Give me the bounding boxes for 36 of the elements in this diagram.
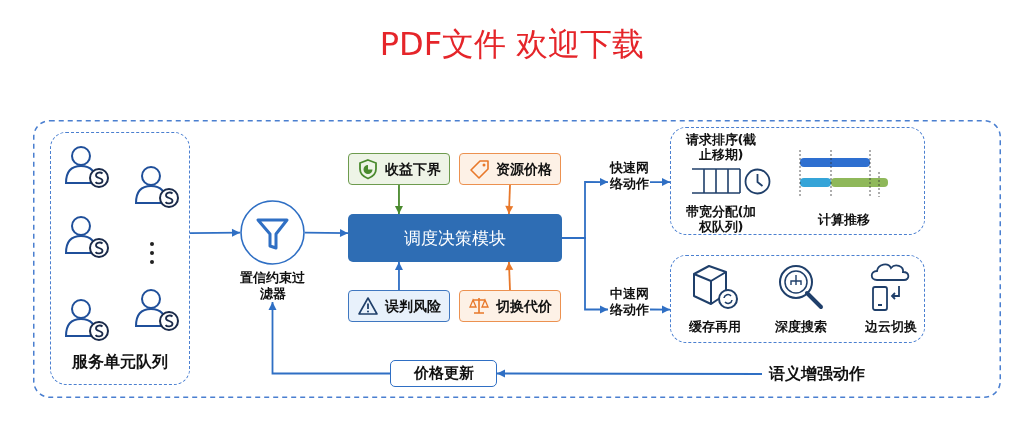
dashed-panel [670, 255, 925, 343]
item-label: 请求排序(截止移期) [685, 132, 757, 162]
arrow [304, 229, 349, 238]
item-label: 带宽分配(加权队列) [685, 204, 757, 234]
item-label: 缓存再用 [688, 318, 742, 336]
filter-label: 置信约束过滤器 [240, 270, 305, 302]
arrow [268, 301, 391, 375]
factor-box [459, 153, 561, 185]
arrow [505, 184, 514, 215]
factor-label: 收益下界 [385, 160, 441, 179]
arrow [649, 178, 671, 187]
action-label: 中速网络动作 [608, 286, 650, 333]
item-label: 计算推移 [817, 212, 871, 227]
dashed-panel [670, 127, 925, 235]
arrow [496, 369, 763, 378]
arrow [561, 237, 609, 314]
queue-panel [50, 132, 190, 385]
factor-label: 误判风险 [385, 297, 441, 316]
factor-label: 切换代价 [496, 297, 552, 316]
title: PDF文件 欢迎下载 [378, 24, 646, 64]
item-label: 深度搜索 [774, 318, 828, 336]
module-box: 调度决策模块 [348, 214, 562, 262]
arrow [189, 228, 241, 237]
action-label: 语义增强动作 [762, 362, 872, 386]
factor-box [348, 290, 450, 322]
arrow [394, 184, 403, 215]
panel-label: 服务单元队列 [70, 351, 169, 373]
action-label: 快速网络动作 [608, 160, 650, 207]
factor-label: 资源价格 [496, 160, 552, 179]
update-box: 价格更新 [390, 360, 497, 387]
item-label: 边云切换 [864, 318, 918, 336]
arrow [505, 261, 514, 291]
factor-box [348, 153, 450, 185]
arrow [394, 261, 403, 291]
arrow [649, 305, 671, 314]
factor-box [459, 290, 561, 322]
